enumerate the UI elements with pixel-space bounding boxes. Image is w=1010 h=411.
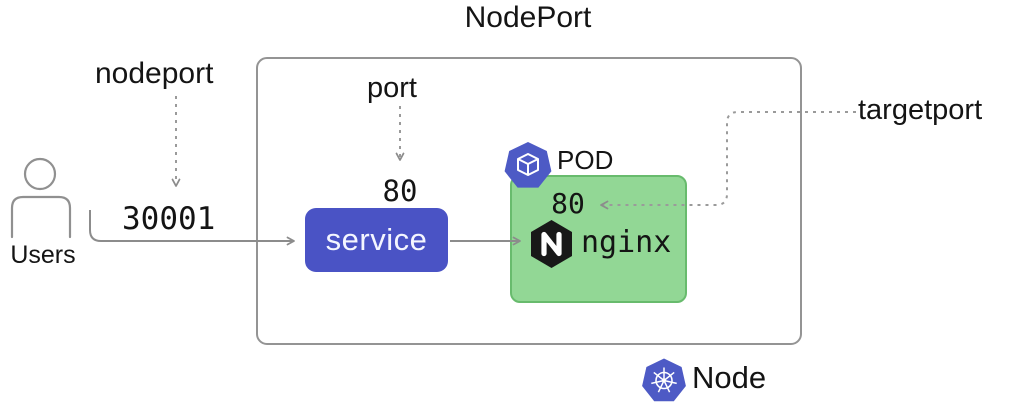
pod-label: POD [557, 145, 614, 175]
nodeport-value: 30001 [122, 201, 216, 237]
targetport-label: targetport [858, 94, 983, 126]
nodeport-label: nodeport [95, 57, 214, 90]
users-label: Users [10, 241, 76, 269]
kubernetes-logo-icon [642, 358, 686, 402]
node-label: Node [692, 360, 767, 395]
service-box: service [305, 208, 448, 272]
port-value: 80 [382, 174, 418, 208]
user-icon [10, 157, 72, 239]
service-label: service [325, 222, 428, 257]
port-label: port [367, 72, 417, 104]
targetport-value: 80 [551, 187, 585, 220]
nginx-label: nginx [581, 225, 672, 260]
kubernetes-pod-icon [504, 142, 552, 188]
nginx-logo-icon [531, 220, 572, 268]
diagram-title: NodePort [464, 1, 592, 34]
